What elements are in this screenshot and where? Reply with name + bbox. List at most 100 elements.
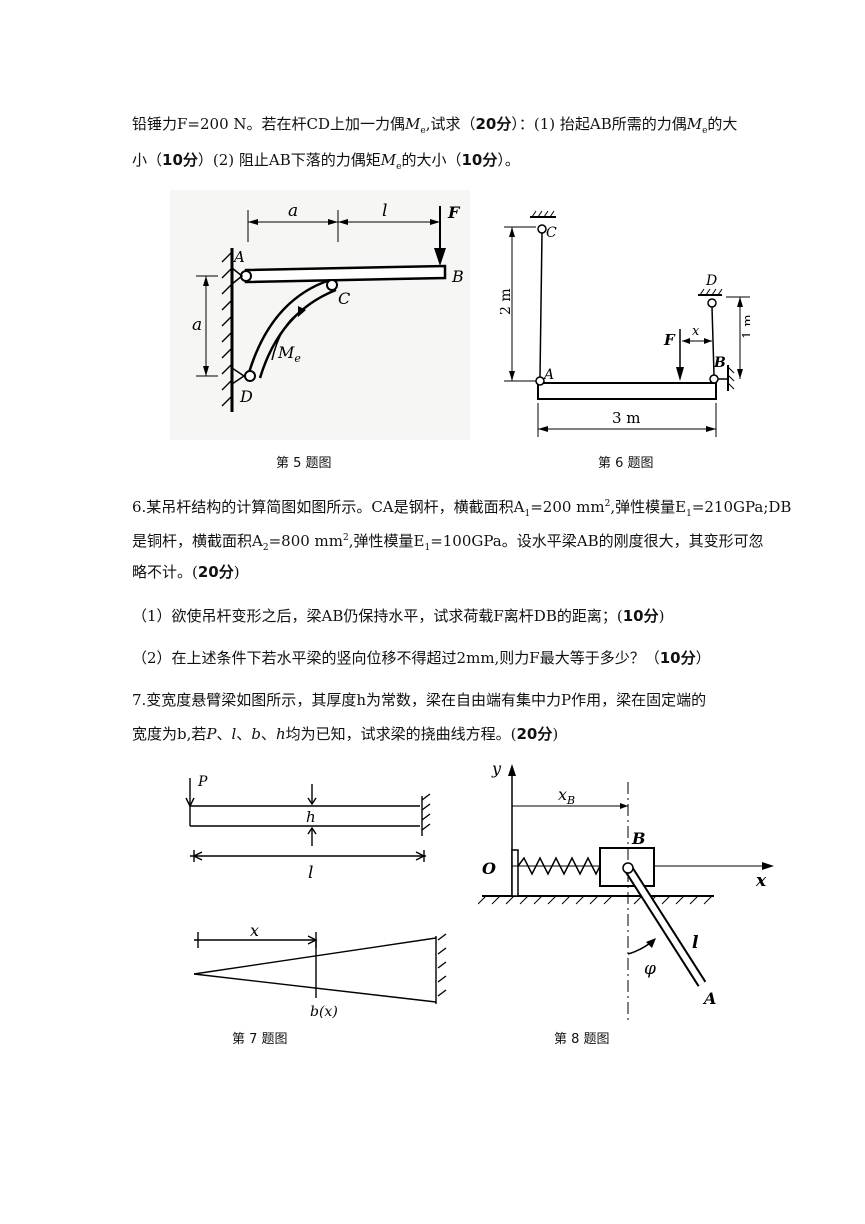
q5-text: ）(2) 阻止AB下落的力偶矩 [197,151,381,169]
q6-text: =800 mm [268,532,343,550]
figure-8: y x O B xB l φ A [478,759,774,1024]
q5-line-1: 铅锤力F=200 N。若在杆CD上加一力偶Me,试求（20分）：(1) 抬起AB… [132,114,737,141]
q5-text: ）。 [497,151,520,169]
q6-score: 10分 [622,607,659,625]
q6-line-2: 是铜杆，横截面积A2=800 mm2,弹性模量E1=100GPa。设水平梁AB的… [132,528,764,558]
fig5-label-a-side: a [192,315,202,335]
fig5-label-a-top: a [288,201,298,221]
q5-sub: e [702,126,708,136]
q5-line-2: 小（10分）(2) 阻止AB下落的力偶矩Me的大小（10分）。 [132,150,520,177]
q7-text: 、 [236,725,252,743]
q5-symbol-M: M [405,115,421,133]
q5-symbol-M: M [380,151,397,169]
fig8-label-l: l [692,933,699,953]
fig8-label-x: x [755,871,767,891]
q5-text: ）：(1) 抬起AB所需的力偶 [511,115,687,133]
q6-sub-2: （2）在上述条件下若水平梁的竖向位移不得超过2mm,则力F最大等于多少？（10分… [132,648,711,668]
fig5-label-B: B [451,267,464,286]
q7-score: 20分 [516,725,553,743]
fig6-label-x: x [692,324,700,339]
fig5-label-l-top: l [382,201,387,221]
q6-text: （1）欲使吊杆变形之后，梁AB仍保持水平，试求荷载F离杆DB的距离；( [132,607,623,625]
fig5-label-D: D [239,387,253,406]
fig7-label-P: P [197,774,208,790]
fig7-label-bx: b(x) [310,1004,338,1020]
q7-symbol: P [206,725,217,743]
fig8-label-y: y [491,759,502,778]
q6-line-3: 略不计。(20分) [132,562,240,582]
q5-text: 的大 [707,115,738,133]
fig6-label-D: D [705,273,717,289]
fig6-label-B: B [713,355,726,371]
fig7-label-x: x [250,921,259,940]
q6-sup: 2 [604,499,611,509]
q6-text: ) [658,607,665,625]
fig6-label-1m: 1 m [741,314,750,339]
q7-text: 均为已知，试求梁的挠曲线方程。( [285,725,517,743]
fig8-label-xB: xB [558,785,575,807]
fig6-label-3m: 3 m [612,409,641,427]
fig7-caption: 第 7 题图 [232,1032,288,1047]
q6-text: ) [233,563,240,581]
fig6-label-A: A [542,367,554,383]
q7-symbol: h [275,725,286,743]
q6-text: =200 mm [530,498,605,516]
q6-text: ,弹性模量E [348,532,425,550]
q6-sub: 2 [262,543,269,553]
q6-score: 10分 [659,649,696,667]
fig5-label-F: F [447,203,461,222]
fig6-label-2m: 2 m [500,288,514,315]
q6-sub: 1 [424,543,431,553]
q7-text: 7.变宽度悬臂梁如图所示，其厚度h为常数，梁在自由端有集中力P作用，梁在固定端的 [132,691,707,709]
q7-symbol: b [251,725,261,743]
fig5-label-Me: Me [277,343,301,365]
q6-text: ） [695,649,711,667]
figure-5: a l F A B C D a Me [170,190,470,440]
q5-sub: e [420,126,426,136]
q7-text: 、 [260,725,276,743]
fig8-label-A: A [702,989,716,1008]
q5-text: ,试求（ [425,115,476,133]
q6-line-1: 6.某吊杆结构的计算简图如图所示。CA是钢杆，横截面积A1=200 mm2,弹性… [132,494,791,524]
q5-text: 铅锤力F=200 N。若在杆CD上加一力偶 [132,115,406,133]
fig8-label-O: O [482,859,496,878]
q7-text: ) [552,725,559,743]
q6-text: （2）在上述条件下若水平梁的竖向位移不得超过2mm,则力F最大等于多少？（ [132,649,660,667]
q6-text: =210GPa;DB [691,498,792,516]
q5-text: 的大小（ [401,151,462,169]
q6-sub: 1 [524,509,531,519]
q5-score: 20分 [475,115,512,133]
fig6-label-F: F [663,331,676,349]
q5-score: 10分 [162,151,198,169]
q7-line-1: 7.变宽度悬臂梁如图所示，其厚度h为常数，梁在自由端有集中力P作用，梁在固定端的 [132,690,706,710]
q6-sup: 2 [343,533,349,543]
figure-6: C D A B F x 2 m 1 m 3 m [500,210,750,437]
q6-score: 20分 [197,563,234,581]
q7-symbol: l [231,725,237,743]
q6-sub: 1 [686,509,692,519]
q6-text: 是铜杆，横截面积A [132,532,263,550]
fig7-label-h: h [306,808,316,826]
fig5-caption: 第 5 题图 [276,456,332,471]
q5-symbol-M: M [686,115,703,133]
q6-text: =100GPa。设水平梁AB的刚度很大，其变形可忽 [430,532,764,550]
q5-text: 小（ [132,151,163,169]
fig8-label-phi: φ [644,959,656,979]
q6-text: 略不计。( [132,563,198,581]
q7-line-2: 宽度为b,若P、l、b、h均为已知，试求梁的挠曲线方程。(20分) [132,724,558,744]
q7-text: 宽度为b,若 [132,725,207,743]
fig6-label-C: C [546,225,557,241]
fig8-label-B: B [631,829,646,848]
fig5-label-A: A [232,248,245,266]
q6-sub-1: （1）欲使吊杆变形之后，梁AB仍保持水平，试求荷载F离杆DB的距离；(10分) [132,606,664,626]
q7-text: 、 [216,725,232,743]
q5-sub: e [396,162,402,172]
q6-text: ,弹性模量E [610,498,687,516]
fig7-label-l: l [308,863,313,883]
fig6-caption: 第 6 题图 [598,456,654,471]
fig8-caption: 第 8 题图 [554,1032,610,1047]
q5-score: 10分 [461,151,498,169]
fig5-label-C: C [338,289,350,308]
figure-7: P h l x b(x) [185,774,447,1020]
q6-text: 6.某吊杆结构的计算简图如图所示。CA是钢杆，横截面积A [132,498,525,516]
